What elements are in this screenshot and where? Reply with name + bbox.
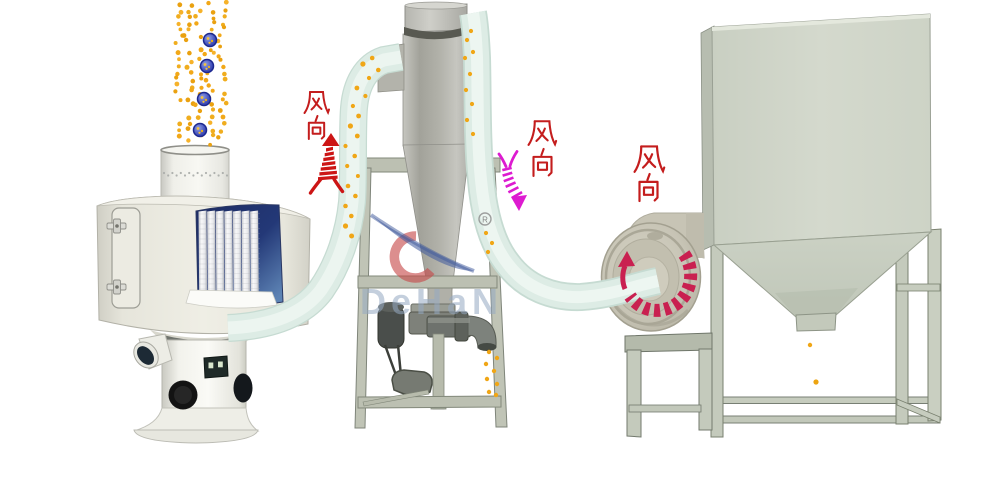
svg-text:R: R	[482, 216, 488, 225]
svg-text:DeHaN: DeHaN	[360, 281, 503, 322]
